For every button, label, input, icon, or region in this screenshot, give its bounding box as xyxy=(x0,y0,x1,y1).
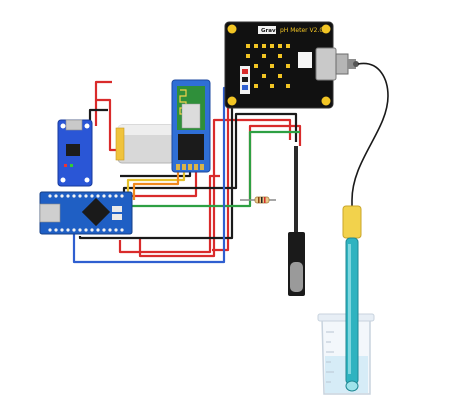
usb-charger-board xyxy=(57,119,93,187)
arduino-nano xyxy=(39,191,133,235)
wire-orange-bt xyxy=(132,170,180,200)
wire-black-charger xyxy=(88,108,108,126)
ph-board-model: pH Meter V2.0 xyxy=(280,27,323,34)
resistor xyxy=(254,196,270,204)
wire-red-battery xyxy=(94,80,120,152)
wire-red-bt-vcc xyxy=(120,170,198,198)
bt-pins xyxy=(176,164,204,170)
wires xyxy=(72,70,302,264)
temperature-probe xyxy=(288,146,305,296)
wire-green-sensor xyxy=(118,130,300,208)
bnc-connector xyxy=(315,47,359,81)
nano-header-top xyxy=(48,194,124,198)
lipo-battery xyxy=(115,124,175,164)
beaker-graduations xyxy=(326,331,334,383)
ph-board-brand: Gravity xyxy=(261,28,284,34)
bluetooth-module xyxy=(171,79,211,173)
wire-black-sensor-gnd xyxy=(122,112,298,200)
nano-header-bottom xyxy=(48,228,124,232)
ph-probe-cable xyxy=(351,62,389,210)
ph-meter-board: Gravity pH Meter V2.0 xyxy=(224,21,334,109)
ph-electrode xyxy=(342,205,362,392)
ph-board-grid xyxy=(246,44,290,88)
wire-yellow-bt xyxy=(126,170,186,200)
wire-red-sensor xyxy=(248,124,302,200)
